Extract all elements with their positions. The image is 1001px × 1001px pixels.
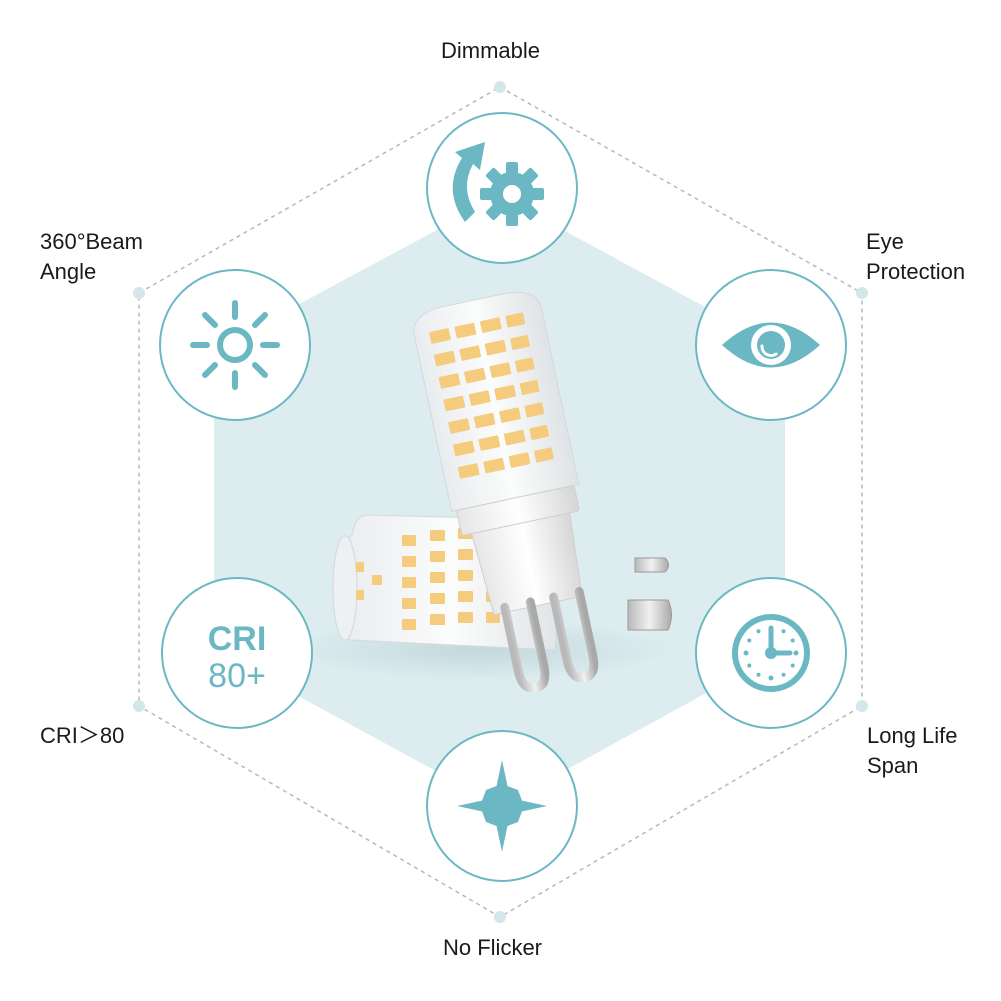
standing-bulb	[413, 291, 599, 693]
no-flicker-label: No Flicker	[443, 933, 542, 963]
dimmable-label: Dimmable	[441, 36, 540, 66]
vertex-dot	[133, 700, 145, 712]
eye-protection-label-line: Protection	[866, 259, 966, 284]
vertex-dot	[856, 700, 868, 712]
clock-icon	[732, 614, 810, 692]
cri-feature: CRI 80+	[161, 577, 313, 729]
long-life-label-line: Long Life	[867, 723, 958, 748]
vertex-dot	[494, 81, 506, 93]
dimmer-gear-icon	[452, 142, 544, 226]
vertex-dot	[856, 287, 868, 299]
long-life-label: Long Life Span	[867, 721, 958, 781]
vertex-dot	[133, 287, 145, 299]
beam-angle-label-line: Angle	[40, 259, 97, 284]
dimmable-feature	[426, 112, 578, 264]
eye-protection-label-line: Eye	[866, 229, 904, 254]
long-life-feature	[695, 577, 847, 729]
beam-angle-label: 360°Beam Angle	[40, 227, 143, 287]
beam-angle-feature	[159, 269, 311, 421]
eye-icon	[722, 322, 820, 368]
dimmable-label-line: Dimmable	[441, 38, 541, 63]
no-flicker-label-line: No Flicker	[443, 935, 543, 960]
eye-protection-label: Eye Protection	[866, 227, 965, 287]
vertex-dots	[133, 81, 868, 923]
cri-badge: CRI 80+	[208, 620, 267, 695]
beam-angle-label-line: 360°Beam	[40, 229, 143, 254]
cri-label: CRI＞80	[40, 721, 124, 751]
long-life-label-line: Span	[867, 753, 919, 778]
no-flicker-feature	[426, 730, 578, 882]
cri-badge-title: CRI	[208, 620, 267, 658]
sparkle-star-icon	[457, 760, 547, 852]
eye-protection-feature	[695, 269, 847, 421]
cri-badge-value: 80+	[208, 657, 266, 695]
cri-label-line: CRI＞80	[40, 723, 125, 748]
vertex-dot	[494, 911, 506, 923]
sun-icon	[190, 300, 280, 390]
g9-led-bulb-pair	[290, 291, 672, 693]
